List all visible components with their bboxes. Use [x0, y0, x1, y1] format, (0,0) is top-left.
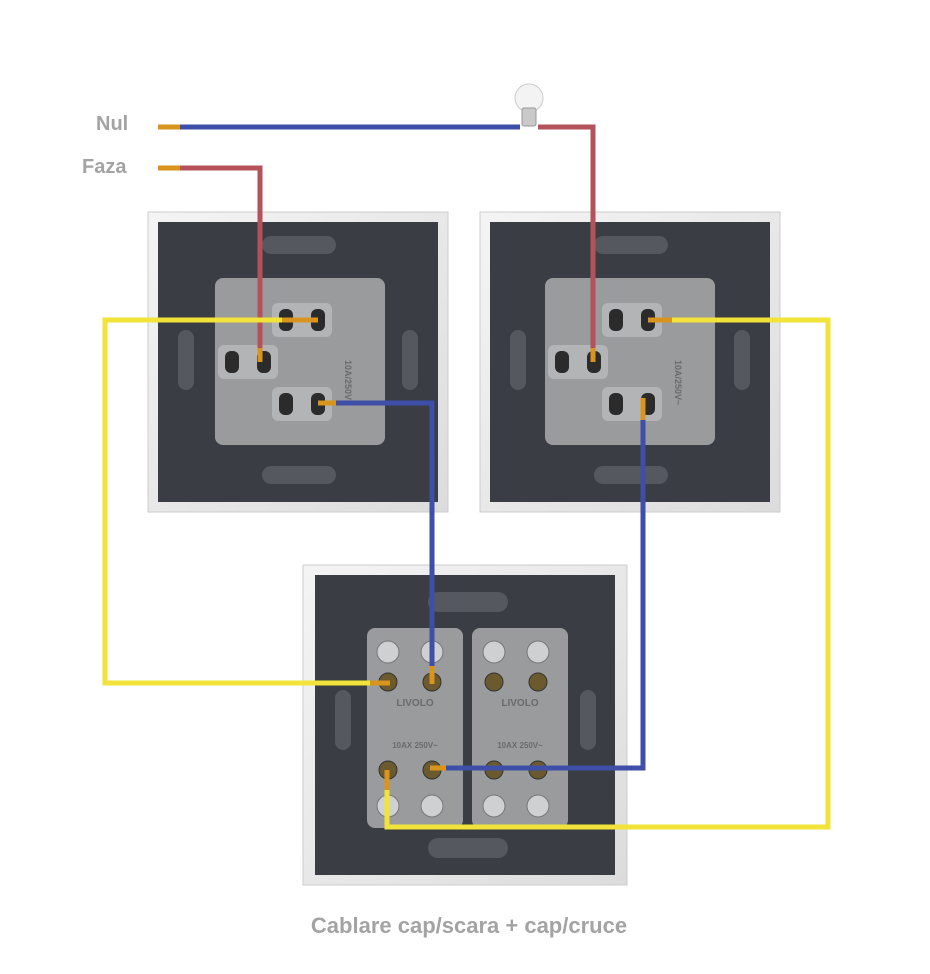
switch-panel-bottom: LIVOLO 10AX 250V~ LIVOLO 10AX 250V~: [302, 564, 628, 886]
brand-label: LIVOLO: [396, 698, 433, 709]
cross-rating-label: 10AX 250V~: [497, 741, 543, 750]
light-bulb-icon: [514, 83, 544, 127]
rating-label: 10A/250V~: [673, 360, 683, 405]
neutral-label: Nul: [96, 113, 128, 135]
rating-label: 10A/250V~: [343, 360, 353, 405]
cross-switch-module-right: LIVOLO 10AX 250V~: [472, 628, 568, 828]
lamp-wire: [538, 124, 596, 352]
cross-rating-label: 10AX 250V~: [392, 741, 438, 750]
switch-panel-right: 10A/250V~: [479, 211, 781, 513]
brand-label: LIVOLO: [501, 698, 538, 709]
phase-wire: [178, 165, 263, 352]
traveler-wire-1: [102, 317, 378, 686]
caption: Cablare cap/scara + cap/cruce: [311, 913, 627, 938]
switch-panel-left: 10A/250V~: [147, 211, 449, 513]
traveler-wire-2: [335, 400, 435, 670]
cross-switch-module-left: LIVOLO 10AX 250V~: [367, 628, 463, 828]
traveler-wire-4: [442, 418, 646, 771]
phase-label: Faza: [82, 156, 127, 178]
traveler-wire-3: [384, 317, 831, 830]
